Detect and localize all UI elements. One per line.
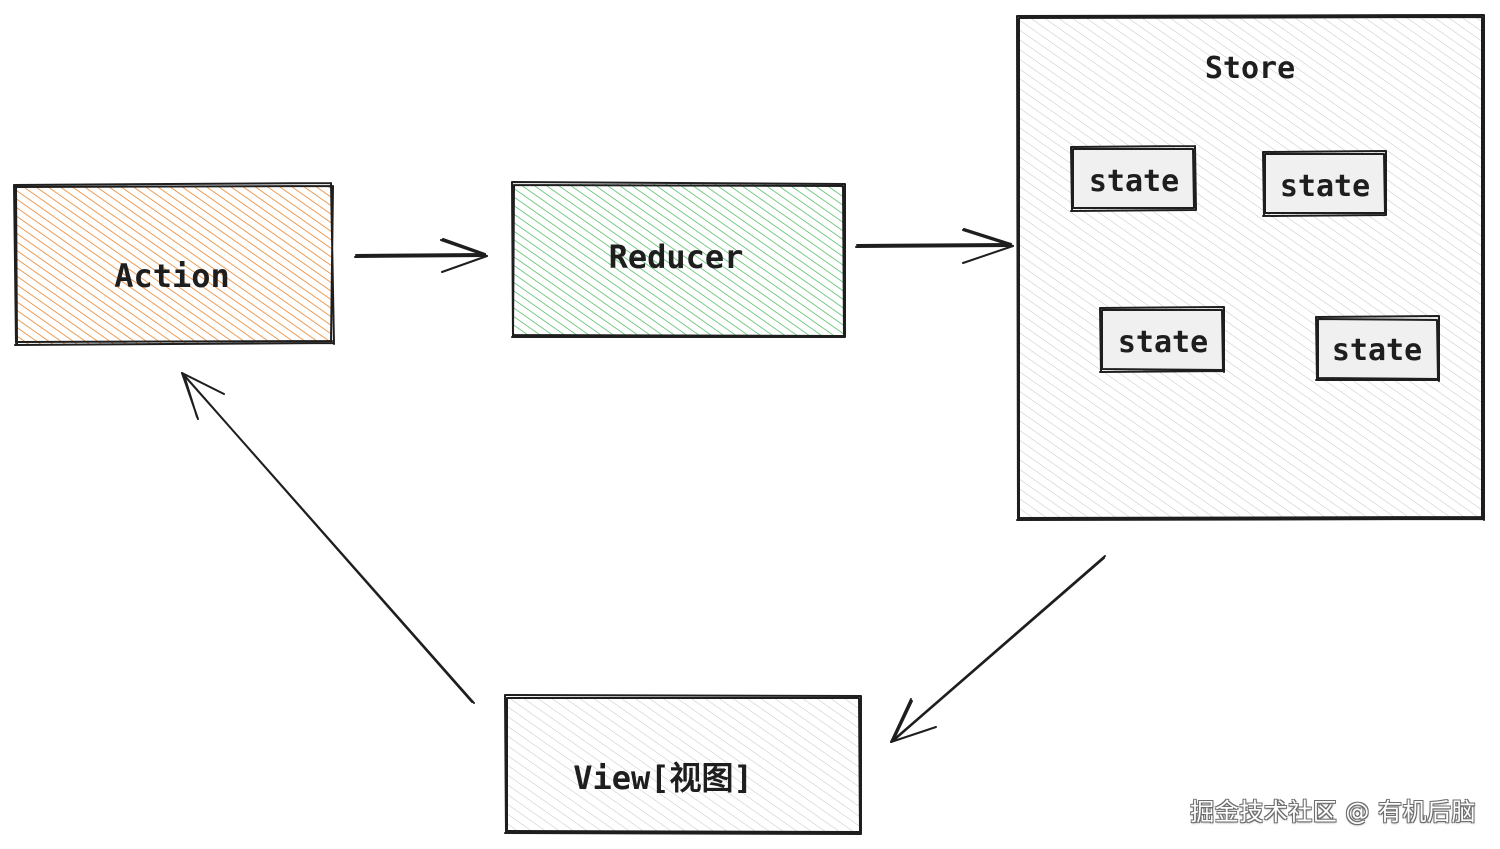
view-node: View[视图] [504,694,862,835]
store-node: Store state state state state [1016,14,1485,521]
action-label: Action [114,257,230,295]
view-label: View[视图] [573,759,753,797]
store-label: Store [1205,51,1295,86]
watermark: 掘金技术社区 @ 有机后脑 [1190,798,1476,826]
reducer-node: Reducer [511,181,846,338]
arrow-store-to-view [890,555,1106,743]
state-label: state [1332,333,1422,368]
reducer-label: Reducer [609,238,744,276]
arrow-view-to-action [181,372,475,704]
state-box: state [1315,315,1440,382]
state-box: state [1070,145,1197,212]
action-node: Action [13,182,335,346]
state-label: state [1280,169,1370,204]
arrow-action-to-reducer [354,238,488,273]
arrow-reducer-to-store [855,228,1014,264]
state-box: state [1099,306,1225,373]
state-box: state [1262,150,1387,217]
state-label: state [1089,164,1179,199]
state-label: state [1118,325,1208,360]
